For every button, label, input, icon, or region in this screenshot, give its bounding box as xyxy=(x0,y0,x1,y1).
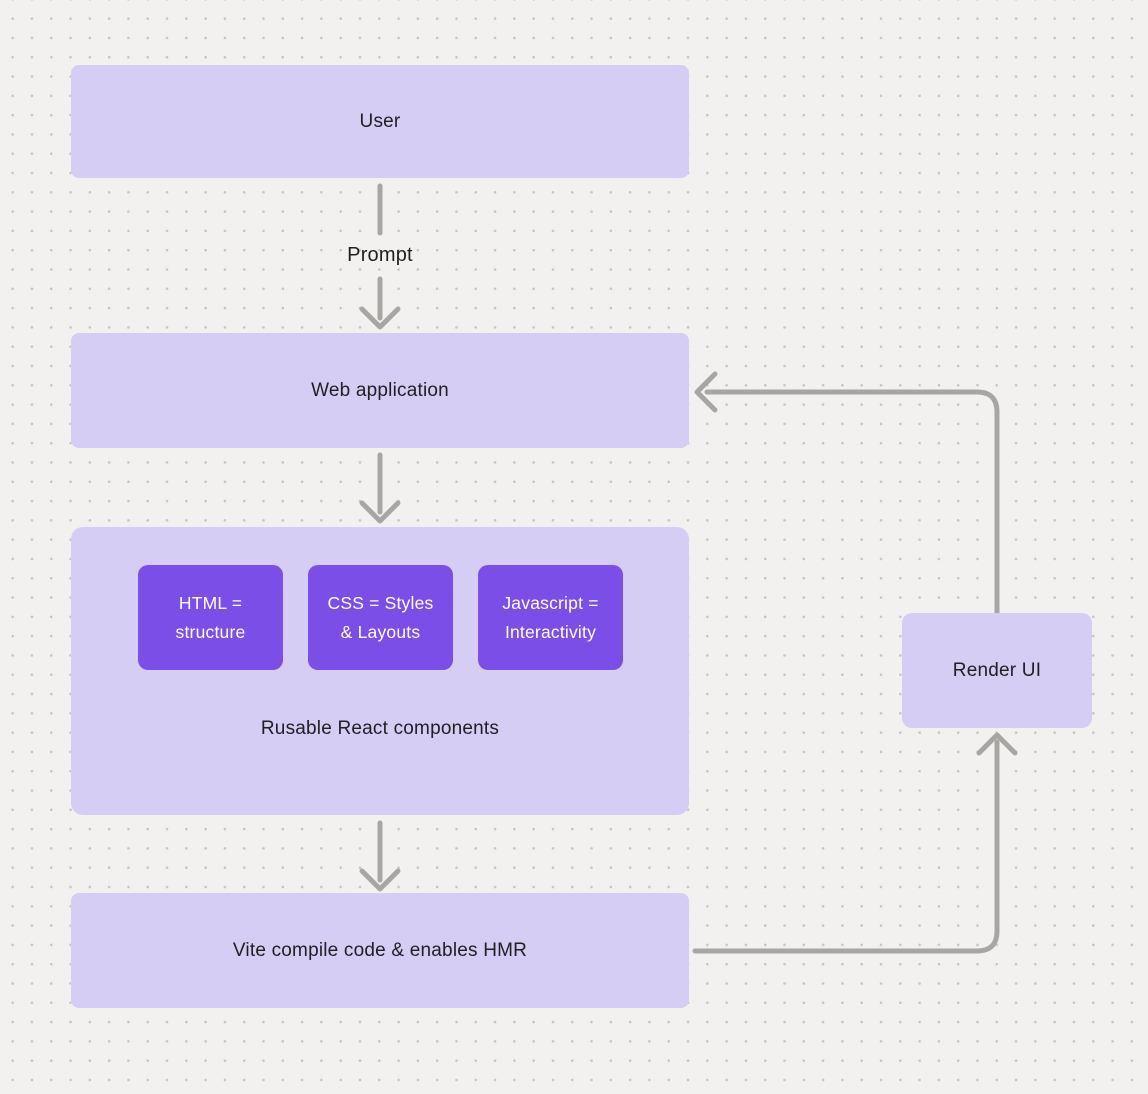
arrowhead-left-webapp-icon xyxy=(694,371,718,413)
node-web-application-label: Web application xyxy=(311,379,449,401)
node-web-application: Web application xyxy=(71,333,689,448)
chip-html: HTML = structure xyxy=(138,565,283,670)
node-components-group: HTML = structure CSS = Styles & Layouts … xyxy=(71,527,689,815)
chip-css-line2: & Layouts xyxy=(340,621,421,642)
node-render-ui-label: Render UI xyxy=(952,659,1042,681)
chip-javascript-line1: Javascript = xyxy=(502,592,599,613)
node-user: User xyxy=(71,65,689,178)
arrowhead-down-webapp-icon xyxy=(359,306,401,330)
node-vite: Vite compile code & enables HMR xyxy=(71,893,689,1008)
chip-javascript-line2: Interactivity xyxy=(504,621,597,642)
edge-renderui-to-webapp-line xyxy=(704,389,1000,616)
chip-html-line2: structure xyxy=(175,621,246,642)
arrowhead-up-renderui-icon xyxy=(976,732,1018,756)
arrowhead-down-group-icon xyxy=(359,500,401,524)
chip-css: CSS = Styles & Layouts xyxy=(308,565,453,670)
node-render-ui: Render UI xyxy=(902,613,1092,728)
components-group-caption: Rusable React components xyxy=(260,718,500,739)
edge-vite-to-renderui-line xyxy=(692,739,1000,954)
edge-label-prompt: Prompt xyxy=(347,244,413,266)
chip-css-line1: CSS = Styles xyxy=(327,592,434,613)
node-user-label: User xyxy=(359,110,401,132)
node-vite-label: Vite compile code & enables HMR xyxy=(232,939,528,961)
chip-html-line1: HTML = xyxy=(178,592,243,613)
arrowhead-down-vite-icon xyxy=(359,868,401,892)
chip-javascript: Javascript = Interactivity xyxy=(478,565,623,670)
